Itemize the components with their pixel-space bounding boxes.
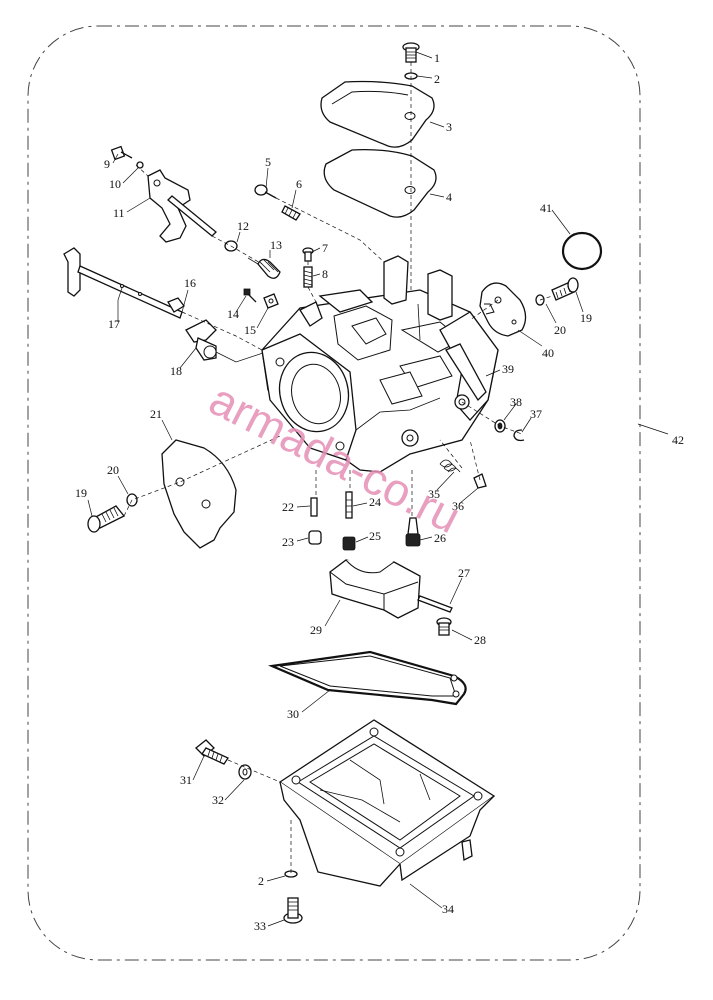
part-17-choke-shaft (63, 247, 183, 319)
callout-40: 40 (542, 346, 554, 360)
part-36-pin (473, 473, 487, 489)
callout-31: 31 (180, 773, 192, 787)
callout-numbers: 1 2 3 4 5 6 7 8 9 10 11 12 13 14 15 16 1… (75, 51, 684, 933)
callout-3: 3 (446, 120, 452, 134)
part-32-washer (238, 764, 252, 780)
callout-33: 33 (254, 919, 266, 933)
leader-lines (87, 51, 669, 927)
callout-35: 35 (428, 487, 440, 501)
part-19-screw-left (87, 505, 126, 533)
callout-30: 30 (287, 707, 299, 721)
callout-8: 8 (322, 267, 328, 281)
callout-23: 23 (282, 535, 294, 549)
part-39-bracket (445, 343, 487, 402)
callout-22: 22 (282, 500, 294, 514)
callout-41: 41 (540, 201, 552, 215)
callout-10: 10 (109, 177, 121, 191)
part-7-screw (302, 247, 314, 262)
part-4-gasket (323, 148, 437, 218)
part-13-spring (247, 257, 281, 279)
part-23-jet-cap (308, 530, 322, 545)
part-6-spring (281, 205, 301, 221)
part-22-jet (310, 497, 318, 517)
part-19-screw-right (551, 277, 579, 301)
part-34-float-bowl (278, 719, 496, 887)
part-18-choke-lever (185, 319, 217, 361)
part-16-lever-nut (167, 297, 185, 313)
callout-39: 39 (502, 362, 514, 376)
part-28-screw (436, 617, 452, 636)
callout-13: 13 (270, 238, 282, 252)
callout-11: 11 (113, 206, 125, 220)
callout-9: 9 (104, 157, 110, 171)
part-27-float-pin (417, 595, 453, 613)
carburetor-body (261, 255, 499, 473)
callout-38: 38 (510, 395, 522, 409)
callout-42: 42 (672, 433, 684, 447)
part-29-float (329, 559, 421, 619)
callout-14: 14 (227, 307, 239, 321)
callout-20-left: 20 (107, 463, 119, 477)
callout-20-right: 20 (554, 323, 566, 337)
callout-37: 37 (530, 407, 542, 421)
callout-18: 18 (170, 364, 182, 378)
part-30-float-bowl-gasket (267, 650, 467, 706)
callout-5: 5 (265, 155, 271, 169)
callout-34: 34 (442, 902, 454, 916)
callout-1: 1 (434, 51, 440, 65)
callout-12: 12 (237, 219, 249, 233)
part-37-clip (513, 429, 525, 442)
part-31-bolt (195, 739, 229, 765)
callout-2: 2 (434, 72, 440, 86)
part-10-washer (136, 161, 144, 169)
callout-4: 4 (446, 190, 452, 204)
callout-27: 27 (458, 566, 470, 580)
part-8-spring (303, 266, 313, 288)
part-33-drain-screw (283, 897, 303, 924)
part-40-throttle-plate (479, 282, 527, 337)
callout-15: 15 (244, 323, 256, 337)
callout-25: 25 (369, 529, 381, 543)
callout-28: 28 (474, 633, 486, 647)
diagram-frame (27, 25, 641, 961)
part-3-cover-gasket (320, 80, 435, 148)
part-1-screw (402, 42, 420, 63)
callout-29: 29 (310, 623, 322, 637)
part-21-throttle-plate-left (161, 439, 237, 549)
callout-16: 16 (184, 276, 196, 290)
part-25-main-jet (342, 536, 356, 551)
part-24-main-jet-tube (345, 491, 353, 519)
part-41-o-ring (561, 231, 603, 271)
callout-26: 26 (434, 531, 446, 545)
callout-24: 24 (369, 495, 381, 509)
callout-7: 7 (322, 241, 328, 255)
callout-32: 32 (212, 793, 224, 807)
callout-21: 21 (150, 407, 162, 421)
part-11-throttle-lever (147, 169, 217, 243)
part-35-spring (439, 459, 461, 473)
callout-2-bottom: 2 (258, 874, 264, 888)
part-14-screw (243, 288, 257, 303)
part-9-screw (110, 145, 133, 161)
callout-36: 36 (452, 499, 464, 513)
callout-19-right: 19 (580, 311, 592, 325)
callout-17: 17 (108, 317, 120, 331)
part-5-screw (254, 184, 277, 199)
callout-6: 6 (296, 177, 302, 191)
callout-19-left: 19 (75, 486, 87, 500)
part-15-spring-clip (263, 293, 279, 309)
